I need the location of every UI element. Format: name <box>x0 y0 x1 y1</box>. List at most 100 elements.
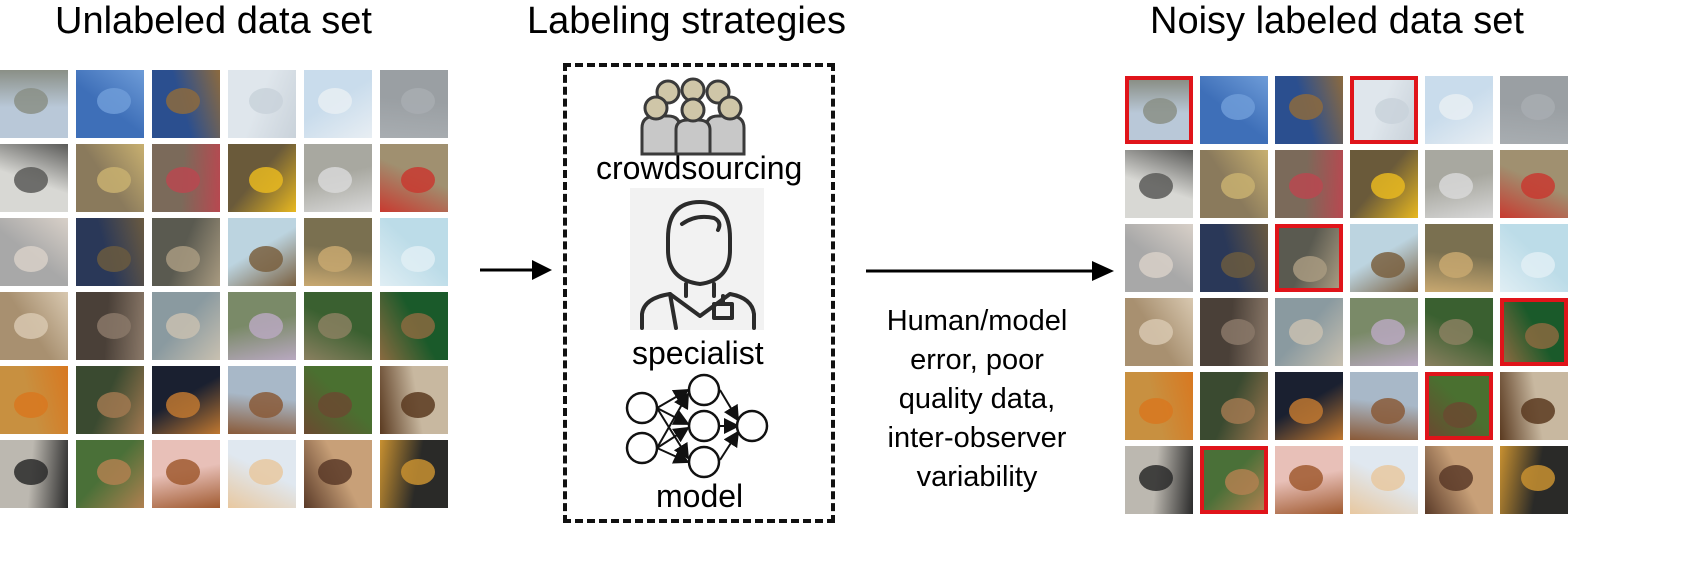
image-tile <box>1275 150 1343 218</box>
dog-thumbnail-subject <box>14 459 48 485</box>
deer-thumbnail-subject <box>1443 402 1477 428</box>
image-tile <box>76 292 144 360</box>
image-tile <box>1350 298 1418 366</box>
strategy-label-specialist: specialist <box>632 335 764 371</box>
airplane-thumbnail-subject <box>1375 98 1409 124</box>
airplane-thumbnail-subject <box>1143 98 1177 124</box>
car-thumbnail-subject <box>1439 173 1473 199</box>
image-tile <box>1350 446 1418 514</box>
image-tile <box>1500 76 1568 144</box>
caption-line: inter-observer <box>887 422 1067 454</box>
cat-thumbnail-subject <box>318 313 352 339</box>
strategy-label-crowdsourcing: crowdsourcing <box>596 150 803 186</box>
deer-thumbnail-subject <box>318 392 352 418</box>
cat-thumbnail-subject <box>1439 319 1473 345</box>
image-tile <box>0 70 68 138</box>
image-tile <box>1350 224 1418 292</box>
car-thumbnail-subject <box>1371 173 1405 199</box>
image-tile <box>1350 372 1418 440</box>
image-tile <box>152 70 220 138</box>
image-tile <box>1500 150 1568 218</box>
airplane-thumbnail-subject <box>318 88 352 114</box>
deer-thumbnail-subject <box>14 392 48 418</box>
image-tile <box>304 144 372 212</box>
caption-line: error, poor <box>910 344 1044 376</box>
caption-line: quality data, <box>898 383 1056 415</box>
image-tile <box>0 292 68 360</box>
car-thumbnail-subject <box>166 167 200 193</box>
airplane-thumbnail-subject <box>1221 94 1255 120</box>
image-tile <box>1500 372 1568 440</box>
image-tile <box>228 366 296 434</box>
cat-thumbnail-subject <box>97 313 131 339</box>
airplane-thumbnail-subject <box>1289 94 1323 120</box>
dog-thumbnail-subject <box>1225 469 1259 495</box>
dog-thumbnail-subject <box>1289 465 1323 491</box>
cat-thumbnail-subject <box>249 313 283 339</box>
image-tile <box>152 144 220 212</box>
strategies-title: Labeling strategies <box>527 0 846 42</box>
image-tile <box>1425 224 1493 292</box>
mislabeled-image-tile <box>1125 76 1193 144</box>
image-tile <box>304 218 372 286</box>
bird-thumbnail-subject <box>1521 252 1555 278</box>
airplane-thumbnail-subject <box>14 88 48 114</box>
image-tile <box>76 366 144 434</box>
image-tile <box>380 70 448 138</box>
image-tile <box>380 292 448 360</box>
image-tile <box>1125 150 1193 218</box>
image-tile <box>1275 298 1343 366</box>
image-tile <box>380 440 448 508</box>
deer-thumbnail-subject <box>166 392 200 418</box>
airplane-thumbnail-subject <box>97 88 131 114</box>
labeling-strategies-box <box>563 63 835 523</box>
bird-thumbnail-subject <box>97 246 131 272</box>
image-tile <box>1500 224 1568 292</box>
bird-thumbnail-subject <box>249 246 283 272</box>
bird-thumbnail-subject <box>166 246 200 272</box>
car-thumbnail-subject <box>318 167 352 193</box>
car-thumbnail-subject <box>1221 173 1255 199</box>
image-tile <box>1350 150 1418 218</box>
arrow-to-strategies <box>480 260 552 280</box>
image-tile <box>1425 76 1493 144</box>
dog-thumbnail-subject <box>1521 465 1555 491</box>
cat-thumbnail-subject <box>1221 319 1255 345</box>
bird-thumbnail-subject <box>14 246 48 272</box>
image-tile <box>1425 150 1493 218</box>
dog-thumbnail-subject <box>318 459 352 485</box>
caption-line: variability <box>916 461 1038 493</box>
car-thumbnail-subject <box>249 167 283 193</box>
bird-thumbnail-subject <box>1293 256 1327 282</box>
image-tile <box>228 218 296 286</box>
image-tile <box>304 292 372 360</box>
image-tile <box>76 440 144 508</box>
cat-thumbnail-subject <box>166 313 200 339</box>
dog-thumbnail-subject <box>401 459 435 485</box>
strategy-label-model: model <box>656 478 744 514</box>
airplane-thumbnail-subject <box>1521 94 1555 120</box>
image-tile <box>304 70 372 138</box>
cat-thumbnail-subject <box>401 313 435 339</box>
noise-sources-caption: Human/model error, poor quality data, in… <box>862 302 1092 497</box>
image-tile <box>228 144 296 212</box>
image-tile <box>1125 298 1193 366</box>
unlabeled-title: Unlabeled data set <box>55 0 372 42</box>
airplane-thumbnail-subject <box>401 88 435 114</box>
dog-thumbnail-subject <box>249 459 283 485</box>
image-tile <box>1275 76 1343 144</box>
crowd-icon <box>640 77 746 156</box>
noisy-title: Noisy labeled data set <box>1150 0 1524 42</box>
arrow-to-noisy-set <box>866 261 1114 281</box>
cat-thumbnail-subject <box>1139 319 1173 345</box>
image-tile <box>1500 446 1568 514</box>
image-tile <box>152 440 220 508</box>
dog-thumbnail-subject <box>1139 465 1173 491</box>
image-tile <box>0 218 68 286</box>
image-tile <box>76 70 144 138</box>
bird-thumbnail-subject <box>1371 252 1405 278</box>
image-tile <box>380 366 448 434</box>
specialist-icon <box>630 188 764 330</box>
caption-line: Human/model <box>886 305 1068 337</box>
airplane-thumbnail-subject <box>166 88 200 114</box>
